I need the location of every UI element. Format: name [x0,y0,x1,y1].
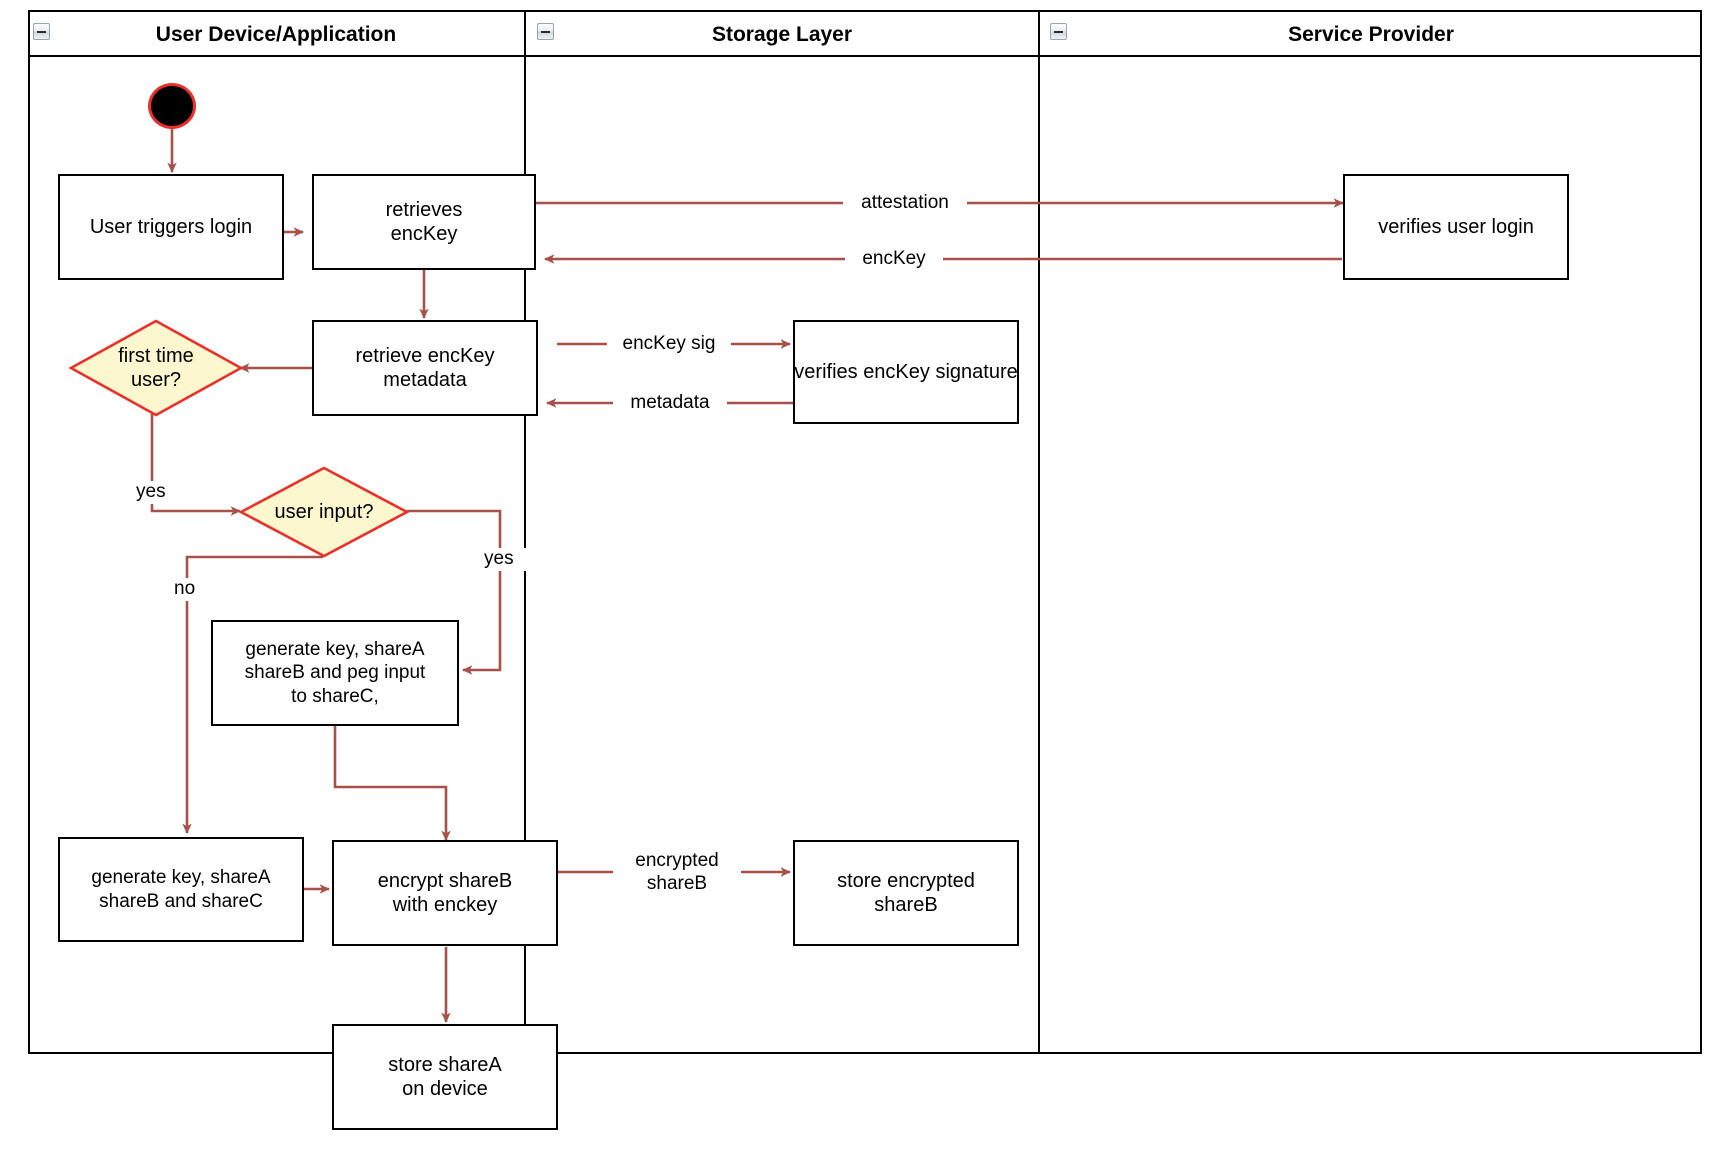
lane-divider-1 [524,10,526,1054]
edge-label-enckey-sig: encKey sig [607,333,731,356]
decision-user-input[interactable]: user input? [238,465,410,559]
decision-shape-first-time-user [68,319,244,417]
action-retrieves-enckey[interactable]: retrieves encKey [312,174,536,270]
action-verifies-user-login[interactable]: verifies user login [1343,174,1569,280]
action-store-sharea[interactable]: store shareA on device [332,1024,558,1130]
action-encrypt-shareb[interactable]: encrypt shareB with enckey [332,840,558,946]
minus-box-icon-storage-layer[interactable] [537,23,554,40]
decision-first-time-user[interactable]: first time user? [68,318,244,418]
lane-header-rule [28,55,1702,57]
action-verifies-enckey-signature[interactable]: verifies encKey signature [793,320,1019,424]
action-generate-peg[interactable]: generate key, shareA shareB and peg inpu… [211,620,459,726]
initial-node [148,83,196,129]
action-retrieve-enckey-metadata[interactable]: retrieve encKey metadata [312,320,538,416]
action-store-encrypted-shareb[interactable]: store encrypted shareB [793,840,1019,946]
edge-label-encrypted-shareb: encrypted shareB [613,850,741,896]
action-generate-shares[interactable]: generate key, shareA shareB and shareC [58,837,304,942]
action-user-triggers-login[interactable]: User triggers login [58,174,284,280]
minus-box-icon-service-provider[interactable] [1050,23,1067,40]
edge-label-yes-user-input: yes [482,548,534,571]
minus-box-icon-user-device[interactable] [33,23,50,40]
edge-label-attestation: attestation [843,192,967,215]
edge-label-enckey: encKey [845,248,943,271]
lane-title-user-device: User Device/Application [155,23,397,46]
decision-shape-user-input [238,466,410,558]
edge-label-no-user-input: no [172,578,218,601]
lane-title-storage-layer: Storage Layer [711,23,853,46]
lane-title-service-provider: Service Provider [1288,23,1454,46]
edge-label-yes-first-time: yes [134,481,186,504]
edge-label-metadata: metadata [613,392,727,415]
lane-divider-2 [1038,10,1040,1054]
